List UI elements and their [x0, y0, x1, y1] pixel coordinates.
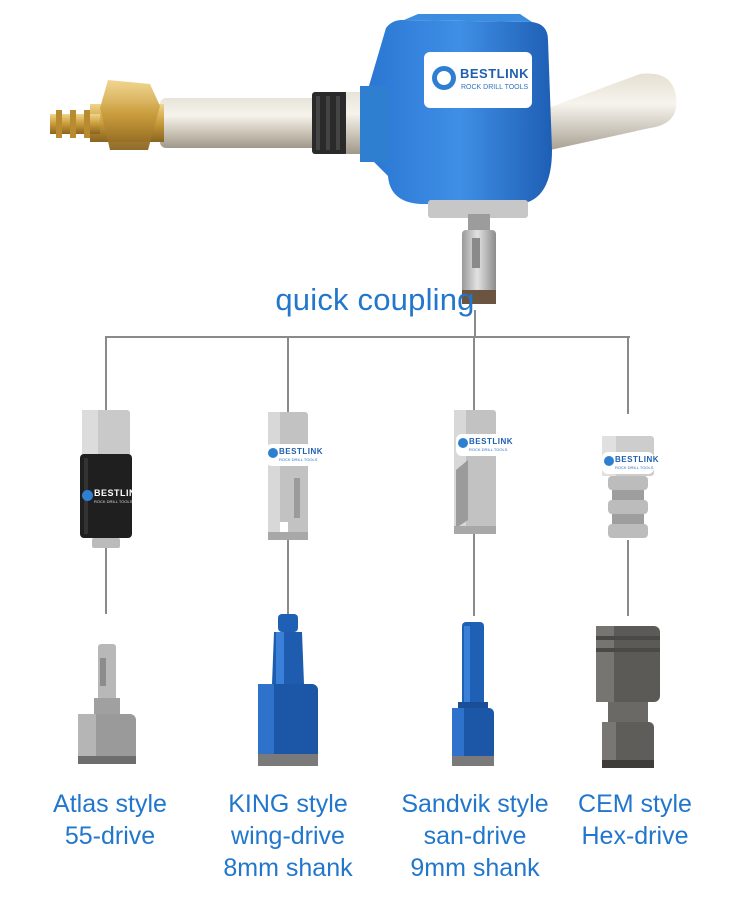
- connector-drop-4: [627, 336, 629, 414]
- adapter-king-brand-name: BESTLINK: [279, 447, 323, 456]
- label-cem: CEM style Hex-drive: [560, 788, 710, 852]
- machine-brand-label: BESTLINK ROCK DRILL TOOLS: [424, 52, 532, 108]
- adapter-cem-brand-name: BESTLINK: [615, 455, 659, 464]
- label-atlas-drive: 55-drive: [64, 822, 156, 850]
- brand-name: BESTLINK: [460, 66, 529, 81]
- adapter-king-brand-label: BESTLINK ROCK DRILL TOOLS: [266, 444, 323, 466]
- connector-drop-2: [287, 336, 289, 414]
- connector-drop-3: [473, 336, 475, 414]
- connector-mid-3: [473, 532, 475, 616]
- connector-horizontal: [105, 336, 630, 338]
- adapter-sandvik-brand-label: BESTLINK ROCK DRILL TOOLS: [456, 434, 513, 456]
- brand-logo-icon: [82, 490, 93, 501]
- adapter-sandvik-brand-tagline: ROCK DRILL TOOLS: [469, 447, 508, 452]
- core-bit-atlas-image: [78, 644, 136, 764]
- label-cem-drive: Hex-drive: [581, 822, 689, 850]
- adapter-cem-brand-tagline: ROCK DRILL TOOLS: [615, 465, 654, 470]
- connector-mid-2: [287, 540, 289, 614]
- label-sandvik: Sandvik style san-drive 9mm shank: [382, 788, 568, 884]
- label-king-style: KING style: [228, 790, 348, 818]
- label-sandvik-style: Sandvik style: [401, 790, 549, 818]
- core-bit-sandvik-image: [452, 622, 494, 766]
- label-king-shank: 8mm shank: [223, 854, 353, 882]
- core-bit-cem-image: [596, 626, 660, 768]
- connector-mid-4: [627, 540, 629, 616]
- core-bit-king-image: [258, 614, 318, 766]
- label-king: KING style wing-drive 8mm shank: [198, 788, 378, 884]
- label-atlas: Atlas style 55-drive: [20, 788, 200, 852]
- connector-mid-1: [105, 546, 107, 614]
- adapter-atlas-image: [80, 410, 132, 548]
- adapter-king-brand-tagline: ROCK DRILL TOOLS: [279, 457, 318, 462]
- adapter-atlas-brand-label: BESTLINK ROCK DRILL TOOLS: [80, 486, 143, 508]
- adapter-sandvik-brand-name: BESTLINK: [469, 437, 513, 446]
- brand-logo-icon: [458, 438, 468, 448]
- adapter-sandvik-image: [454, 410, 496, 534]
- label-atlas-style: Atlas style: [53, 790, 167, 818]
- connector-trunk: [474, 310, 476, 338]
- label-cem-style: CEM style: [578, 790, 692, 818]
- core-drill-machine-image: [50, 14, 677, 304]
- label-king-drive: wing-drive: [231, 822, 345, 850]
- adapter-atlas-brand-tagline: ROCK DRILL TOOLS: [94, 499, 133, 504]
- adapter-king-image: [268, 412, 308, 540]
- page-title: quick coupling: [275, 282, 475, 317]
- brand-logo-icon: [268, 448, 278, 458]
- brand-tagline: ROCK DRILL TOOLS: [461, 84, 529, 91]
- adapter-cem-brand-label: BESTLINK ROCK DRILL TOOLS: [602, 452, 659, 474]
- connector-drop-1: [105, 336, 107, 414]
- brand-logo-icon: [604, 456, 614, 466]
- label-sandvik-shank: 9mm shank: [410, 854, 540, 882]
- label-sandvik-drive: san-drive: [423, 822, 527, 850]
- adapter-atlas-brand-name: BESTLINK: [94, 488, 143, 498]
